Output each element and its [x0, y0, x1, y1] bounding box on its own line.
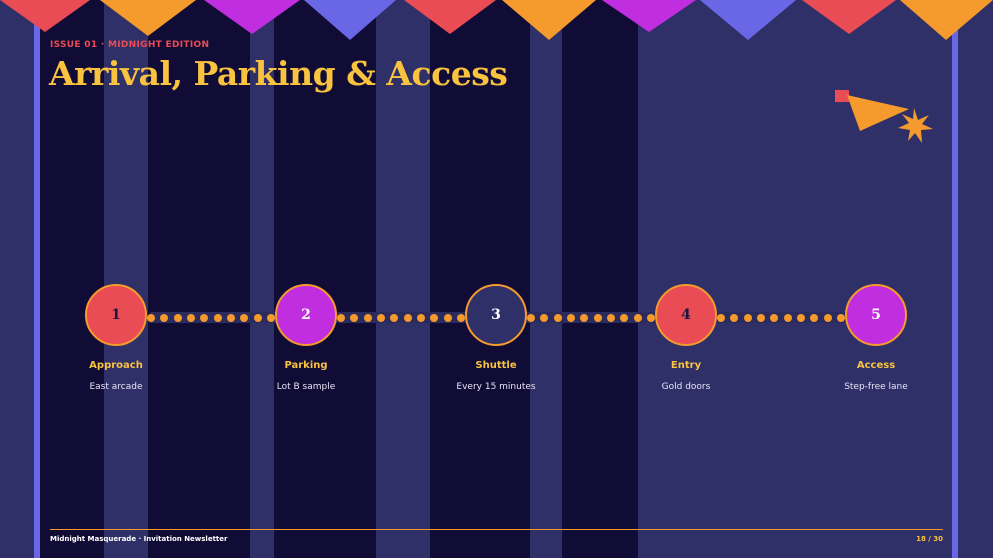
timeline-dot [810, 314, 819, 322]
right-edge-bar [952, 0, 958, 558]
timeline-dot [350, 314, 359, 322]
timeline-dot [160, 314, 169, 322]
step-label: Shuttle [475, 360, 517, 371]
step-number-badge: 5 [845, 284, 907, 346]
timeline-dot [567, 314, 575, 322]
timeline-dot [187, 314, 195, 322]
timeline-dot [837, 314, 845, 322]
step-number-badge: 2 [275, 284, 337, 346]
background-stripe [530, 0, 562, 558]
timeline-dot [227, 314, 235, 322]
timeline-dot [783, 314, 792, 322]
timeline-dot [240, 314, 249, 322]
bunting-flags [0, 0, 993, 40]
timeline-dot [743, 314, 752, 322]
timeline-dot [823, 314, 832, 322]
timeline-dot [377, 314, 385, 322]
timeline-dot [797, 314, 805, 322]
timeline-dot [540, 314, 549, 322]
timeline-dot [430, 314, 439, 322]
background-stripe [104, 0, 148, 558]
timeline-dot [390, 314, 399, 322]
timeline-dot [607, 314, 615, 322]
timeline-dot [253, 314, 262, 322]
timeline-dot [717, 314, 725, 322]
timeline-dot [580, 314, 589, 322]
timeline-dot [417, 314, 425, 322]
step-number-badge: 1 [85, 284, 147, 346]
step-label: Approach [89, 360, 143, 371]
page-number: 18 / 30 [916, 535, 943, 543]
step-description: East arcade [89, 382, 143, 392]
step-description: Lot B sample [276, 382, 336, 392]
step-number-badge: 3 [465, 284, 527, 346]
page-title: Arrival, Parking & Access [49, 54, 508, 93]
timeline-dot [757, 314, 765, 322]
step-label: Parking [284, 360, 328, 371]
timeline-dot [457, 314, 465, 322]
step-description: Gold doors [661, 382, 711, 392]
issue-kicker: ISSUE 01 · MIDNIGHT EDITION [50, 40, 210, 50]
background-stripe [250, 0, 274, 558]
step-label: Entry [670, 360, 702, 371]
timeline-dot [553, 314, 562, 322]
timeline-dot [337, 314, 345, 322]
left-edge-bar [34, 0, 40, 558]
timeline-dot [647, 314, 655, 322]
step-label: Access [856, 360, 896, 371]
timeline-dot [633, 314, 642, 322]
timeline-dot [403, 314, 412, 322]
timeline-dot [200, 314, 209, 322]
step-number-badge: 4 [655, 284, 717, 346]
timeline-dot [527, 314, 535, 322]
timeline-dot [173, 314, 182, 322]
timeline-dot [443, 314, 452, 322]
background-stripe [638, 0, 952, 558]
background-stripe [376, 0, 430, 558]
step-description: Every 15 minutes [456, 382, 536, 392]
timeline-dot [593, 314, 602, 322]
timeline-dot [770, 314, 779, 322]
timeline-dot [267, 314, 275, 322]
timeline-dot [147, 314, 155, 322]
party-horn-icon [835, 90, 933, 143]
timeline-dot [213, 314, 222, 322]
footer-publication: Midnight Masquerade · Invitation Newslet… [50, 535, 228, 543]
timeline-dot [363, 314, 372, 322]
step-description: Step-free lane [844, 382, 908, 392]
timeline-dot [620, 314, 629, 322]
timeline-dot [730, 314, 739, 322]
footer-rule [50, 529, 943, 530]
